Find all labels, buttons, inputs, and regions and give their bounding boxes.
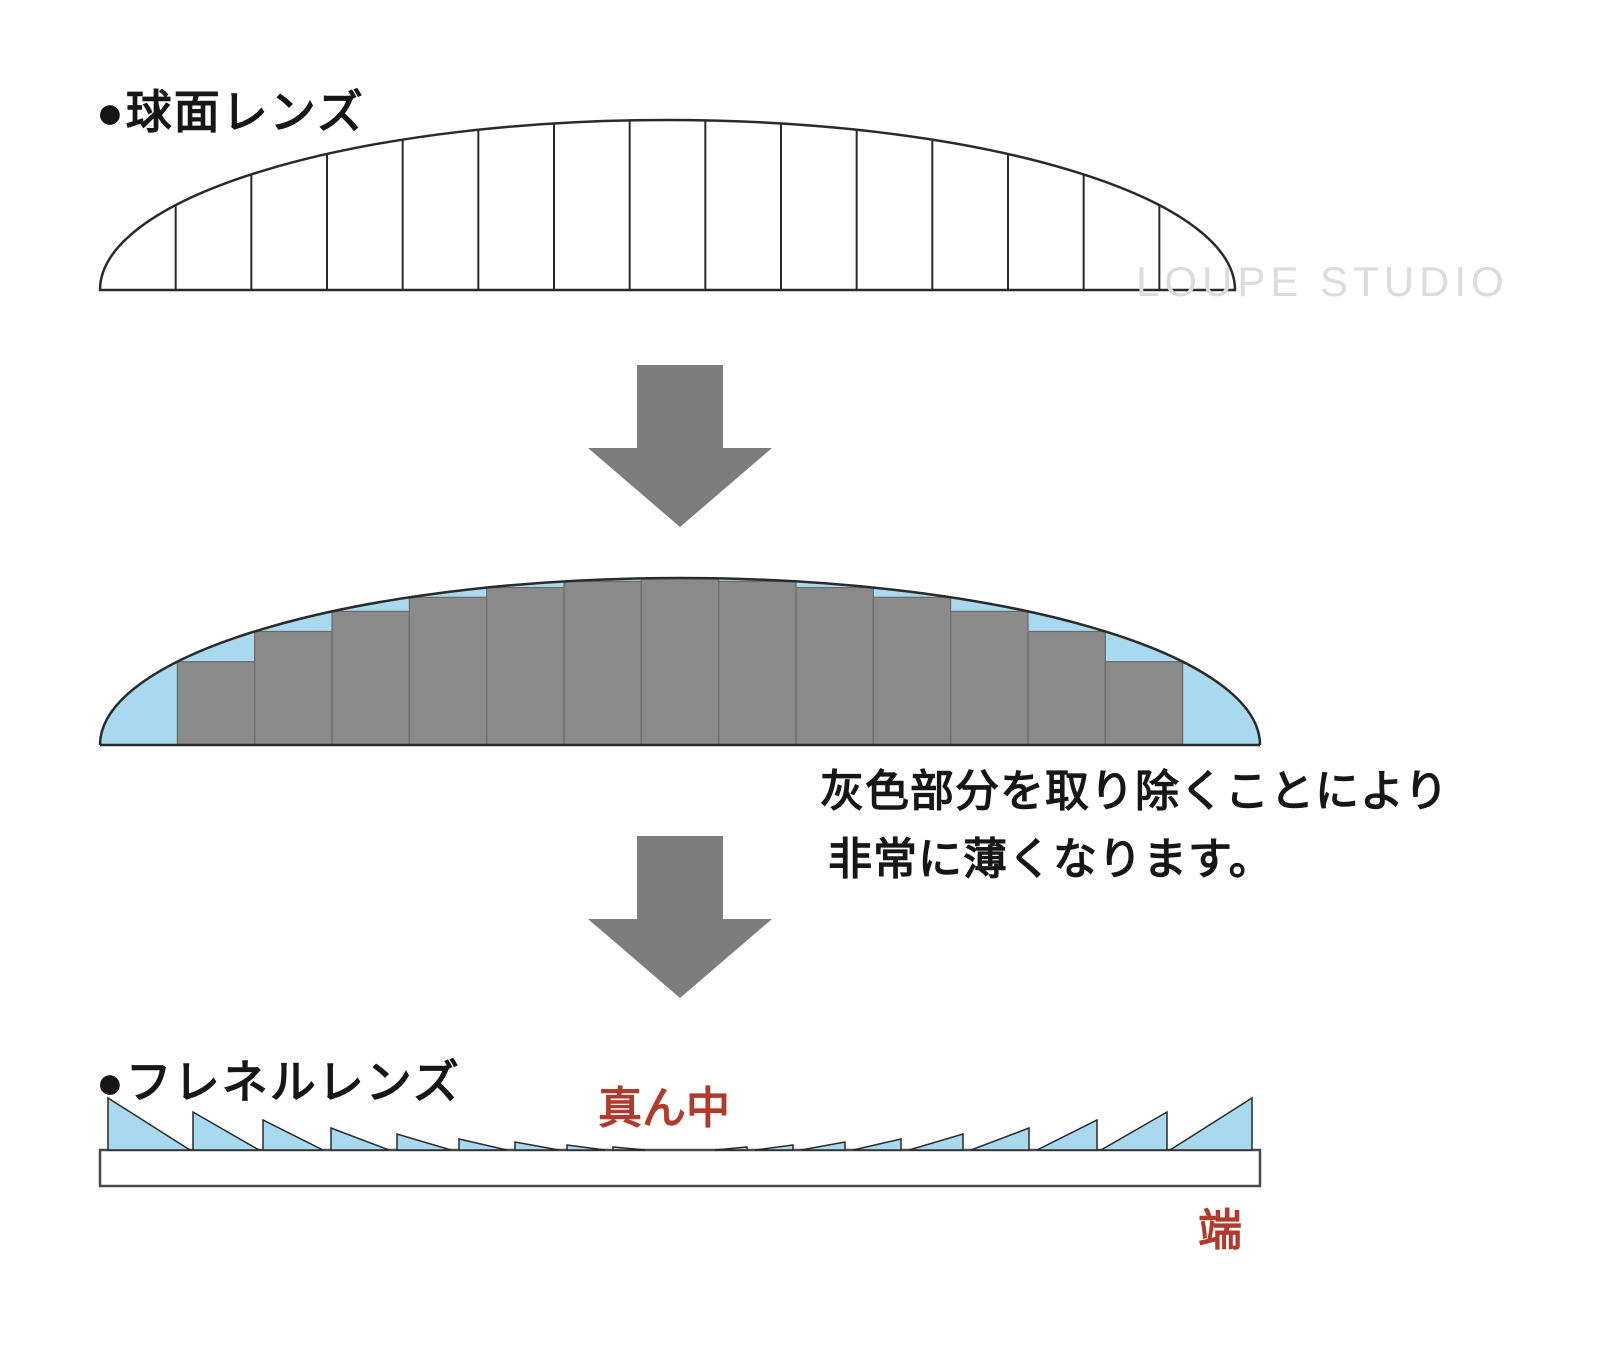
lens-tooth (262, 1118, 324, 1151)
lens-tooth (612, 1146, 646, 1151)
removed-gray-block (718, 580, 797, 746)
center-label: 真ん中 (598, 1084, 730, 1133)
removed-gray-block (176, 661, 256, 746)
lens-tooth (458, 1138, 508, 1151)
removed-gray-block (563, 580, 642, 746)
lens-tooth (970, 1126, 1030, 1151)
lens-tooth (1167, 1096, 1253, 1151)
lens-tooth (800, 1141, 846, 1151)
down-arrow (588, 836, 772, 998)
removed-gray-block (254, 630, 333, 746)
fresnel-lens-title: ●フレネルレンズ (96, 1056, 461, 1108)
lens-base-bar (98, 1148, 1262, 1188)
segmented-lens-figure (98, 576, 1262, 747)
removed-gray-block (1104, 661, 1184, 746)
spherical-lens-title: ●球面レンズ (96, 86, 365, 138)
lens-tooth (192, 1110, 262, 1151)
removed-gray-block (331, 610, 410, 746)
removed-gray-block (795, 586, 874, 746)
down-arrow-icon (588, 365, 772, 527)
lens-tooth (754, 1144, 794, 1151)
down-arrow-icon (588, 836, 772, 998)
lens-tooth (1098, 1110, 1168, 1151)
removed-gray-block (408, 596, 488, 746)
note-line-2: 非常に薄くなります。 (828, 835, 1274, 884)
lens-tooth (566, 1144, 606, 1151)
removed-gray-block (872, 596, 952, 746)
lens-tooth (396, 1132, 452, 1151)
removed-gray-block (486, 586, 565, 746)
lens-tooth (107, 1096, 193, 1151)
lens-tooth (852, 1138, 902, 1151)
removed-gray-block (950, 610, 1029, 746)
lens-tooth (714, 1146, 748, 1151)
watermark: LOUPE STUDIO (1136, 258, 1509, 305)
removed-gray-block (1027, 630, 1106, 746)
note-line-1: 灰色部分を取り除くことにより (820, 767, 1450, 816)
lens-outline (98, 576, 1262, 746)
edge-label: 端 (1198, 1206, 1242, 1255)
lens-tooth (908, 1132, 964, 1151)
fresnel-lens-figure (98, 1096, 1262, 1188)
removed-gray-block (640, 577, 720, 746)
spherical-lens-figure (98, 118, 1237, 292)
lens-tooth (1036, 1118, 1098, 1151)
lens-tooth (330, 1126, 390, 1151)
down-arrow (588, 365, 772, 527)
lens-outline (98, 118, 1237, 292)
lens-tooth (514, 1141, 560, 1151)
